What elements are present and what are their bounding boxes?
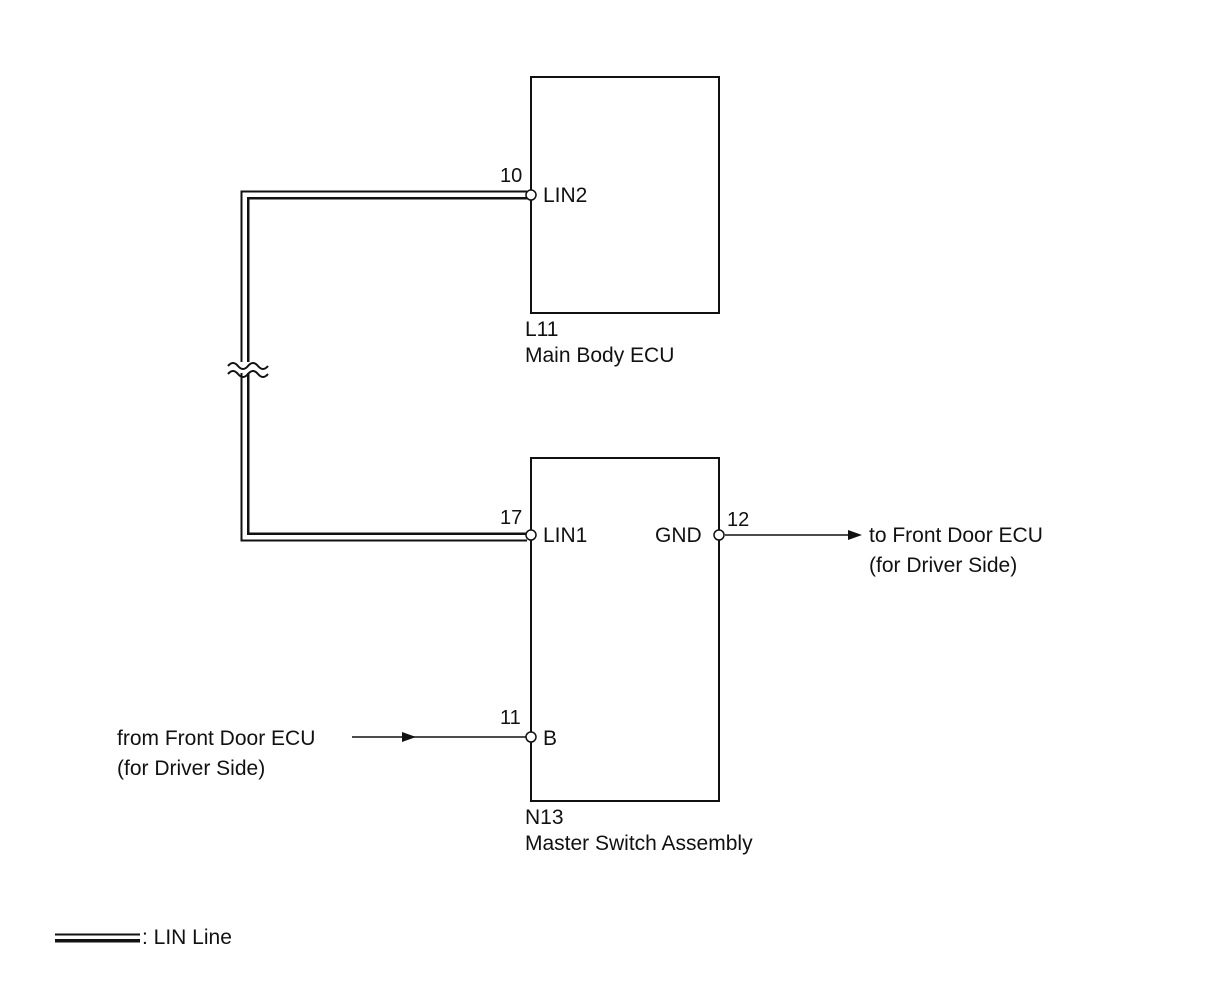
master-switch-box — [530, 457, 720, 802]
main-body-ecu-code: L11 — [525, 318, 559, 341]
terminal-lin1 — [525, 529, 537, 541]
legend-label: : LIN Line — [142, 926, 232, 949]
terminal-b — [525, 731, 537, 743]
pin-number-17: 17 — [500, 507, 523, 529]
from-driver-side-label: (for Driver Side) — [117, 757, 266, 780]
terminal-gnd — [713, 529, 725, 541]
lin-line — [240, 190, 527, 542]
from-front-door-ecu-label: from Front Door ECU — [117, 727, 316, 750]
terminal-lin2 — [525, 189, 537, 201]
legend-lin-symbol — [55, 933, 140, 943]
to-driver-side-label: (for Driver Side) — [869, 554, 1018, 577]
pin-number-12: 12 — [727, 509, 750, 531]
pin-name-lin1: LIN1 — [543, 524, 588, 547]
pin-name-lin2: LIN2 — [543, 184, 588, 207]
gnd-arrow — [725, 530, 862, 540]
to-front-door-ecu-label: to Front Door ECU — [869, 524, 1043, 547]
main-body-ecu-name: Main Body ECU — [525, 344, 675, 367]
master-switch-code: N13 — [525, 806, 564, 829]
master-switch-name: Master Switch Assembly — [525, 832, 753, 855]
pin-number-11: 11 — [500, 707, 521, 729]
b-arrow — [352, 732, 527, 742]
pin-name-b: B — [543, 727, 558, 750]
pin-number-10: 10 — [500, 165, 523, 187]
wire-break-symbol — [227, 362, 269, 378]
pin-name-gnd: GND — [655, 524, 702, 547]
